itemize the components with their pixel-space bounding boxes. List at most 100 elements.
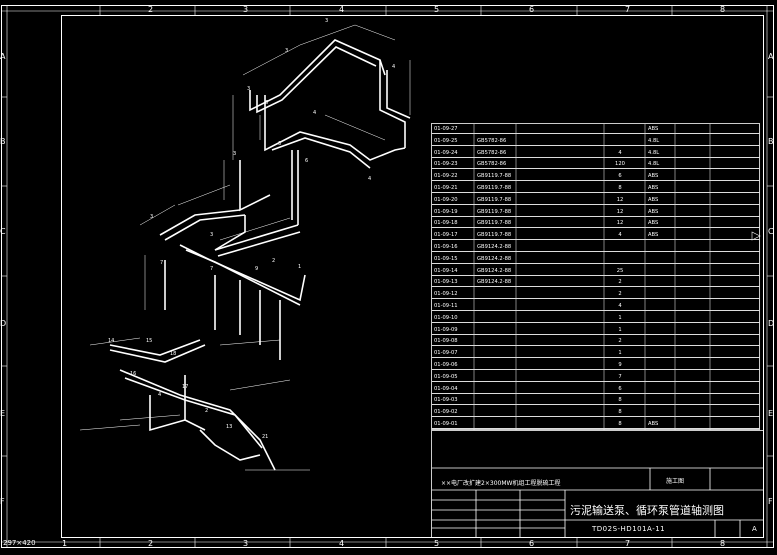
table-cell-qty: 120 (615, 161, 625, 168)
table-cell-no: 01-09-06 (434, 362, 458, 368)
table-cell-note (678, 171, 758, 181)
table-cell-qty: 4 (618, 149, 622, 156)
svg-text:4: 4 (313, 110, 316, 116)
table-cell-spec (518, 289, 604, 299)
grid-row-label: E (768, 409, 774, 418)
table-cell-note (678, 254, 758, 264)
grid-row-label: D (768, 319, 775, 328)
table-cell-spec (518, 159, 604, 169)
table-cell-std (477, 419, 517, 429)
table-cell-mat (648, 325, 674, 335)
table-cell-spec (518, 124, 604, 134)
table-cell-std (477, 348, 517, 358)
table-cell-spec (518, 372, 604, 382)
table-cell-mat (648, 384, 674, 394)
column-ticks (99, 5, 673, 548)
grid-row-label: A (0, 52, 6, 61)
svg-text:16: 16 (130, 371, 136, 377)
table-cell-qty (608, 254, 632, 264)
grid-row-label: D (0, 319, 7, 328)
table-cell-no: 01-09-16 (434, 244, 458, 250)
table-cell-mat (648, 360, 674, 370)
table-cell-qty: 8 (618, 421, 622, 427)
table-cell-mat (648, 301, 674, 311)
table-cell-qty: 6 (618, 385, 622, 392)
table-cell-no: 01-09-22 (434, 173, 458, 180)
table-cell-spec (518, 254, 604, 264)
svg-text:13: 13 (226, 424, 232, 430)
table-cell-note (678, 419, 758, 429)
table-cell-qty (608, 136, 632, 146)
svg-text:6: 6 (265, 100, 268, 106)
outer-frame (1, 5, 774, 548)
table-cell-no: 01-09-20 (434, 196, 458, 203)
table-cell-spec (518, 419, 604, 429)
table-cell-mat (648, 348, 674, 358)
table-cell-no: 01-09-13 (434, 279, 458, 286)
table-cell-mat: 4.8L (648, 161, 660, 168)
table-cell-mat (648, 372, 674, 382)
table-cell-qty: 4 (618, 303, 622, 309)
table-cell-no: 01-09-17 (434, 232, 458, 239)
table-cell-no: 01-09-25 (434, 137, 458, 144)
table-cell-std: GB5782-86 (477, 161, 507, 168)
table-cell-std: GB9119.7-88 (477, 185, 512, 191)
table-cell-spec (518, 195, 604, 205)
table-cell-qty: 1 (618, 314, 622, 321)
table-cell-std: GB9124.2-88 (477, 255, 512, 262)
table-cell-mat: ABS (648, 196, 659, 203)
table-cell-std (477, 313, 517, 323)
table-cell-note (678, 207, 758, 217)
grid-row-label: B (768, 137, 774, 146)
table-cell-spec (518, 313, 604, 323)
table-cell-spec (518, 207, 604, 217)
table-cell-spec (518, 301, 604, 311)
table-cell-no: 01-09-14 (434, 267, 458, 274)
table-cell-qty: 1 (618, 350, 622, 357)
table-cell-no: 01-09-15 (434, 255, 458, 262)
grid-col-label: 4 (339, 539, 345, 548)
table-cell-no: 01-09-10 (434, 314, 458, 321)
table-cell-std (477, 372, 517, 382)
table-row: 01-09-15 GB9124.2-88 (432, 254, 760, 264)
table-cell-std: GB9119.7-88 (477, 232, 512, 239)
svg-text:3: 3 (210, 232, 213, 238)
table-cell-spec (518, 348, 604, 358)
table-cell-spec (518, 183, 604, 193)
table-cell-no: 01-09-24 (434, 149, 458, 156)
grid-col-label: 5 (434, 5, 440, 14)
table-cell-no: 01-09-11 (434, 303, 458, 309)
table-cell-qty (608, 124, 632, 134)
svg-text:6: 6 (305, 158, 308, 164)
table-cell-mat (648, 254, 674, 264)
table-cell-qty: 8 (618, 397, 622, 404)
table-cell-std (477, 384, 517, 394)
grid-col-label: 2 (148, 5, 154, 14)
table-cell-mat (648, 277, 674, 287)
grid-col-label: 2 (148, 539, 154, 548)
table-cell-std (477, 325, 517, 335)
drawing-title: 污泥输送泵、循环泵管道轴测图 (570, 504, 724, 517)
svg-text:9: 9 (255, 266, 258, 272)
svg-text:2: 2 (205, 408, 208, 414)
table-cell-note (678, 183, 758, 193)
table-cell-std: GB9124.2-88 (477, 279, 512, 286)
table-cell-no: 01-09-01 (434, 421, 458, 427)
table-cell-mat: 4.8L (648, 149, 660, 156)
table-cell-spec (518, 218, 604, 228)
design-stage: 施工图 (666, 478, 685, 485)
